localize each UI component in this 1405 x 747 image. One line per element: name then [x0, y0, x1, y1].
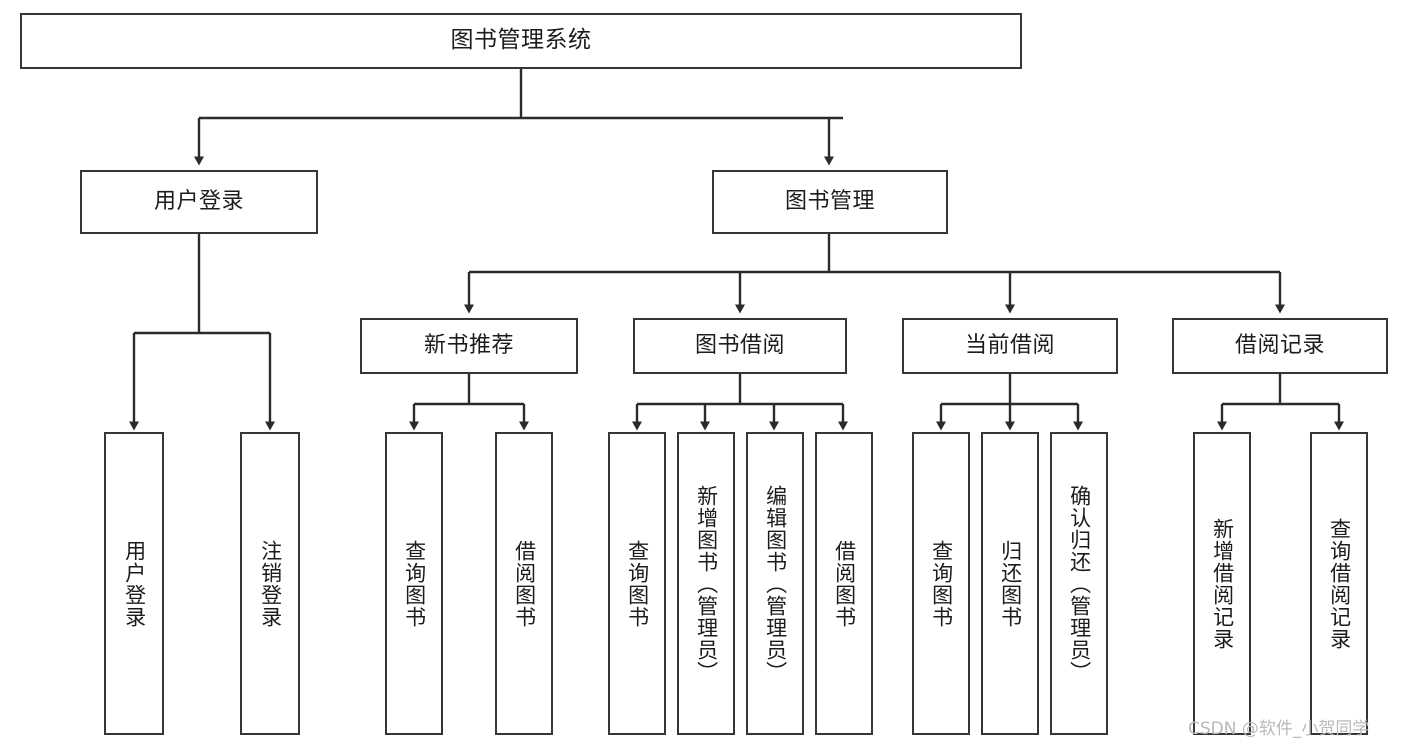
node-label: 注销登录: [258, 539, 283, 628]
leaf-borrow-book-1[interactable]: 借阅图书: [495, 432, 553, 735]
node-new-book-recommend[interactable]: 新书推荐: [360, 318, 578, 374]
node-label: 归还图书: [998, 539, 1023, 628]
node-label: 用户登录: [153, 188, 244, 214]
leaf-edit-book[interactable]: 编辑图书（管理员）: [746, 432, 804, 735]
node-label: 编辑图书（管理员）: [763, 484, 788, 683]
node-label: 新增图书（管理员）: [694, 484, 719, 683]
node-label: 用户登录: [122, 539, 147, 628]
node-label: 借阅图书: [512, 539, 537, 628]
node-label: 新增借阅记录: [1210, 517, 1235, 650]
leaf-user-login[interactable]: 用户登录: [104, 432, 164, 735]
leaf-query-book-1[interactable]: 查询图书: [385, 432, 443, 735]
node-label: 借阅图书: [832, 539, 857, 628]
leaf-query-book-2[interactable]: 查询图书: [608, 432, 666, 735]
leaf-logout-login[interactable]: 注销登录: [240, 432, 300, 735]
node-label: 当前借阅: [964, 332, 1055, 358]
node-label: 查询图书: [929, 539, 954, 628]
csdn-watermark: CSDN @软件_小贺同学: [1188, 719, 1370, 739]
node-book-manage[interactable]: 图书管理: [712, 170, 948, 234]
node-label: 图书管理系统: [450, 27, 592, 54]
node-borrow-record[interactable]: 借阅记录: [1172, 318, 1388, 374]
node-label: 图书管理: [784, 188, 875, 214]
leaf-confirm-return[interactable]: 确认归还（管理员）: [1050, 432, 1108, 735]
node-root-system[interactable]: 图书管理系统: [20, 13, 1022, 69]
leaf-add-record[interactable]: 新增借阅记录: [1193, 432, 1251, 735]
node-label: 借阅记录: [1234, 332, 1325, 358]
node-book-borrow[interactable]: 图书借阅: [633, 318, 847, 374]
node-label: 图书借阅: [694, 332, 785, 358]
node-label: 查询图书: [625, 539, 650, 628]
node-label: 新书推荐: [423, 332, 514, 358]
node-user-login[interactable]: 用户登录: [80, 170, 318, 234]
leaf-add-book[interactable]: 新增图书（管理员）: [677, 432, 735, 735]
node-label: 查询图书: [402, 539, 427, 628]
node-label: 查询借阅记录: [1327, 517, 1352, 650]
leaf-borrow-book-2[interactable]: 借阅图书: [815, 432, 873, 735]
leaf-query-book-3[interactable]: 查询图书: [912, 432, 970, 735]
leaf-query-record[interactable]: 查询借阅记录: [1310, 432, 1368, 735]
node-current-borrow[interactable]: 当前借阅: [902, 318, 1118, 374]
node-label: 确认归还（管理员）: [1067, 484, 1092, 683]
leaf-return-book[interactable]: 归还图书: [981, 432, 1039, 735]
